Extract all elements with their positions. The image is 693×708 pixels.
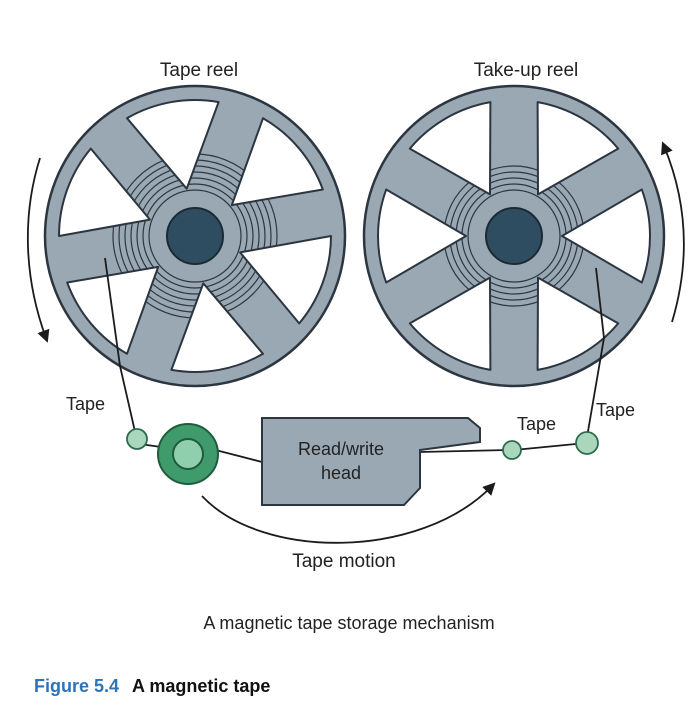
reel-opening: [561, 188, 651, 284]
takeup-rotation-arrow: [661, 141, 685, 323]
reel-opening: [239, 235, 332, 325]
reel-opening: [230, 117, 324, 207]
tape-motion-arrow: [201, 482, 496, 544]
reel-opening: [536, 276, 620, 371]
tape-rise-right: [585, 337, 605, 444]
figure-title: A magnetic tape: [132, 676, 271, 696]
reel-opening: [408, 101, 492, 196]
figure-caption: Figure 5.4 A magnetic tape: [34, 676, 270, 697]
supply-reel-openings: [58, 99, 332, 373]
tape-label-left: Tape: [66, 394, 105, 414]
supply-reel-hub: [166, 207, 224, 265]
tape-from-supply: [104, 257, 121, 367]
tape-label-middle: Tape: [517, 414, 556, 434]
head-label-line2: head: [321, 463, 361, 483]
reel-opening: [377, 188, 467, 284]
reel-opening: [170, 282, 264, 373]
reel-opening: [126, 99, 220, 190]
middle-guide-roller: [502, 440, 522, 460]
reel-opening: [58, 147, 151, 237]
takeup-reel: [362, 84, 666, 388]
tape-left-drop: [119, 365, 137, 437]
takeup-reel-label: Take-up reel: [474, 60, 579, 81]
reel-opening: [536, 101, 620, 196]
supply-reel: [43, 84, 347, 388]
figure-number: Figure 5.4: [34, 676, 120, 696]
tape-guide-to-roller: [513, 442, 587, 451]
tape-label-right: Tape: [596, 400, 635, 420]
takeup-reel-openings: [377, 101, 651, 371]
tape-to-takeup: [595, 267, 605, 339]
tape-motion-label: Tape motion: [292, 551, 396, 572]
reel-opening: [408, 276, 492, 371]
capstan: [157, 423, 219, 485]
supply-reel-label: Tape reel: [160, 60, 238, 81]
takeup-reel-hub: [485, 207, 543, 265]
right-guide-roller: [575, 431, 599, 455]
left-guide-roller: [126, 428, 148, 450]
mechanism-caption: A magnetic tape storage mechanism: [203, 613, 494, 633]
tape-head-to-guide: [419, 449, 509, 453]
head-label-line1: Read/write: [298, 439, 384, 459]
supply-rotation-arrow: [26, 157, 50, 343]
read-write-head: [261, 417, 481, 506]
